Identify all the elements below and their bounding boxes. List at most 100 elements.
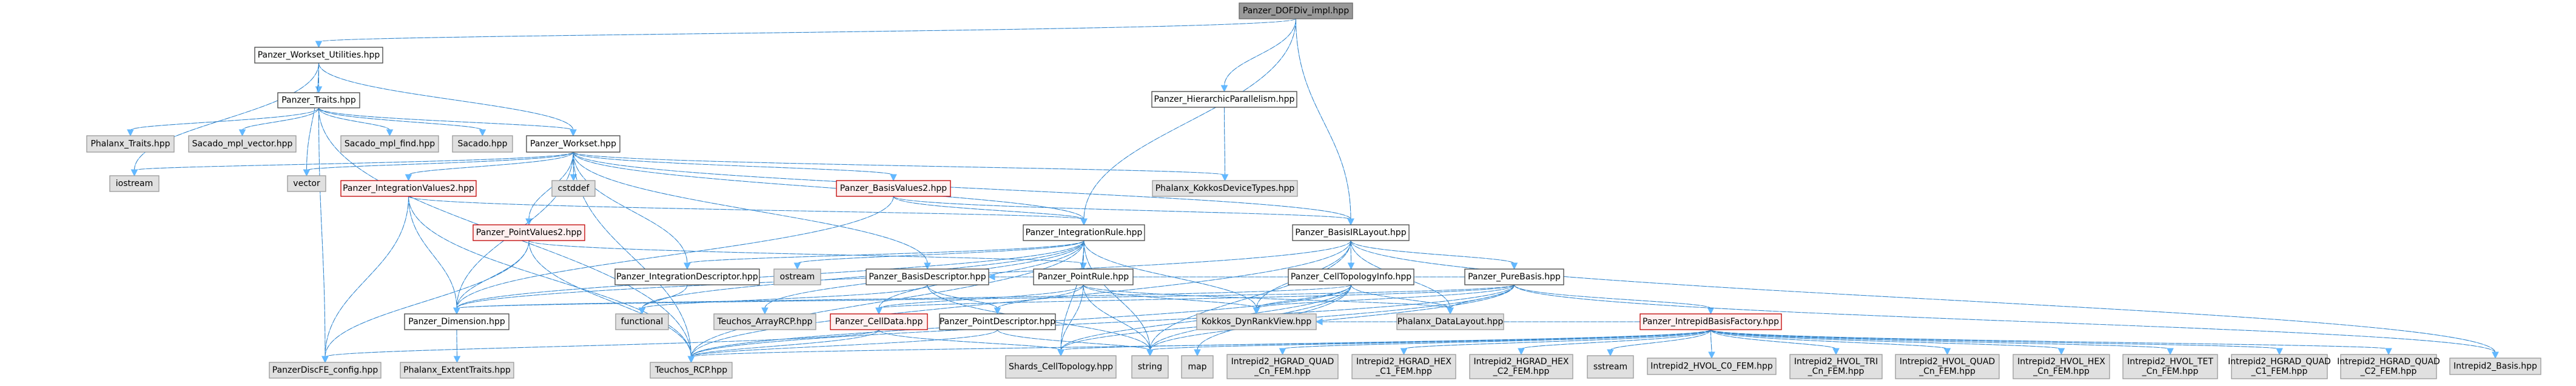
edge-root-to-birl: [1295, 18, 1354, 226]
edge-line-dashes: [318, 107, 574, 131]
edge-line: [1403, 329, 1712, 350]
node-teuchos-rcp-hpp[interactable]: Teuchos_RCP.hpp: [650, 362, 733, 379]
node-string[interactable]: string: [1131, 355, 1169, 379]
arrowhead-icon: [638, 307, 646, 315]
node-teuchos-arrayrcp-hpp[interactable]: Teuchos_ArrayRCP.hpp: [713, 313, 816, 330]
node-panzer-integrationvalues2-hpp[interactable]: Panzer_IntegrationValues2.hpp: [340, 180, 477, 197]
node-label: Sacado_mpl_vector.hpp: [192, 139, 293, 149]
edge-traits-to-sacado: [318, 107, 486, 137]
edge-line: [573, 151, 894, 176]
edge-line: [325, 196, 409, 358]
edge-line-dashes: [1083, 240, 1151, 351]
node-label: Phalanx_Traits.hpp: [90, 139, 170, 149]
edge-line: [528, 240, 1084, 264]
edge-line: [573, 151, 1085, 220]
node-panzer-pointrule-hpp[interactable]: Panzer_PointRule.hpp: [1033, 268, 1134, 285]
edge-line: [1350, 240, 1515, 264]
node-intrepid2-hgrad-quad-c2-fem-hpp[interactable]: Intrepid2_HGRAD_QUAD_C2_FEM.hpp: [2337, 354, 2440, 379]
node-box: [614, 268, 760, 285]
node-phalanx-traits-hpp[interactable]: Phalanx_Traits.hpp: [86, 135, 175, 153]
node-intrepid2-hvol-tri-cn-fem-hpp[interactable]: Intrepid2_HVOL_TRI_Cn_FEM.hpp: [1789, 354, 1883, 379]
node-label: Intrepid2_HVOL_HEX: [2017, 357, 2105, 367]
edge-line: [1295, 18, 1351, 220]
node-panzer-pointvalues2-hpp[interactable]: Panzer_PointValues2.hpp: [472, 224, 585, 241]
edge-line-dashes: [797, 240, 1085, 264]
node-sacado-mpl-find-hpp[interactable]: Sacado_mpl_find.hpp: [340, 135, 439, 153]
node-sacado-hpp[interactable]: Sacado.hpp: [452, 135, 513, 153]
node-intrepid2-hvol-quad-cn-fem-hpp[interactable]: Intrepid2_HVOL_QUAD_Cn_FEM.hpp: [1895, 354, 2000, 379]
node-box: [713, 313, 816, 330]
node-intrepid2-hgrad-hex-c1-fem-hpp[interactable]: Intrepid2_HGRAD_HEX_C1_FEM.hpp: [1351, 354, 1456, 379]
node-label: Sacado.hpp: [457, 139, 507, 149]
node-panzer-basisdescriptor-hpp[interactable]: Panzer_BasisDescriptor.hpp: [866, 268, 989, 285]
node-sstream[interactable]: sstream: [1587, 355, 1634, 379]
node-phalanx-extenttraits-hpp[interactable]: Phalanx_ExtentTraits.hpp: [400, 362, 514, 379]
node-vector[interactable]: vector: [287, 175, 326, 192]
node-panzer-integrationdescriptor-hpp[interactable]: Panzer_IntegrationDescriptor.hpp: [614, 268, 760, 285]
node-intrepid2-basis-hpp[interactable]: Intrepid2_Basis.hpp: [2449, 358, 2541, 375]
node-cstddef[interactable]: cstddef: [551, 180, 596, 197]
node-panzer-workset-hpp[interactable]: Panzer_Workset.hpp: [526, 135, 620, 153]
node-intrepid2-hvol-hex-cn-fem-hpp[interactable]: Intrepid2_HVOL_HEX_Cn_FEM.hpp: [2013, 354, 2110, 379]
edge-workset-to-iv2: [405, 151, 574, 182]
node-label: Kokkos_DynRankView.hpp: [1202, 317, 1312, 327]
edge-bv2-to-birl: [893, 196, 1354, 226]
node-panzer-pointdescriptor-hpp[interactable]: Panzer_PointDescriptor.hpp: [939, 313, 1056, 330]
node-shards-celltopology-hpp[interactable]: Shards_CellTopology.hpp: [1005, 355, 1117, 379]
arrowhead-icon: [315, 86, 323, 94]
node-label: Panzer_BasisIRLayout.hpp: [1295, 228, 1406, 238]
edge-pb-to-ibasis: [1513, 284, 2499, 359]
edge-line: [133, 151, 574, 171]
arrowhead-icon: [238, 129, 246, 137]
node-box: [1351, 354, 1456, 379]
edge-celldata-to-config: [321, 329, 879, 364]
node-intrepid2-hvol-c0-fem-hpp[interactable]: Intrepid2_HVOL_C0_FEM.hpp: [1647, 358, 1777, 375]
edge-line-dashes: [408, 196, 1085, 220]
node-panzer-celldata-hpp[interactable]: Panzer_CellData.hpp: [830, 313, 928, 330]
edge-ir-to-idesc: [684, 240, 1085, 270]
node-iostream[interactable]: iostream: [109, 175, 160, 192]
node-phalanx-datalayout-hpp[interactable]: Phalanx_DataLayout.hpp: [1396, 313, 1504, 330]
node-panzer-dofdiv-impl-hpp[interactable]: Panzer_DOFDiv_impl.hpp: [1239, 2, 1353, 19]
arrowhead-icon: [127, 129, 134, 137]
node-box: [2122, 354, 2218, 379]
node-kokkos-dynrankview-hpp[interactable]: Kokkos_DynRankView.hpp: [1196, 313, 1317, 330]
node-panzer-workset-utilities-hpp[interactable]: Panzer_Workset_Utilities.hpp: [254, 47, 383, 64]
node-panzer-traits-hpp[interactable]: Panzer_Traits.hpp: [277, 92, 360, 108]
node-intrepid2-hvol-tet-cn-fem-hpp[interactable]: Intrepid2_HVOL_TET_Cn_FEM.hpp: [2122, 354, 2218, 379]
node-label: Shards_CellTopology.hpp: [1009, 362, 1113, 372]
edge-bv2-to-ir: [893, 196, 1088, 226]
node-sacado-mpl-vector-hpp[interactable]: Sacado_mpl_vector.hpp: [188, 135, 297, 153]
edge-root-to-wu: [315, 18, 1297, 48]
edge-line-dashes: [878, 284, 1515, 309]
edge-pb-to-celldata: [875, 284, 1515, 315]
node-panzer-basisvalues2-hpp[interactable]: Panzer_BasisValues2.hpp: [836, 180, 951, 197]
node-intrepid2-hgrad-quad-cn-fem-hpp[interactable]: Intrepid2_HGRAD_QUAD_Cn_FEM.hpp: [1226, 354, 1339, 379]
node-panzer-intrepidbasisfactory-hpp[interactable]: Panzer_IntrepidBasisFactory.hpp: [1639, 313, 1782, 330]
node-box: [1396, 313, 1504, 330]
node-ostream[interactable]: ostream: [773, 268, 821, 285]
edge-line-dashes: [325, 329, 879, 358]
node-functional[interactable]: functional: [615, 313, 669, 330]
node-panzerdiscfe-config-hpp[interactable]: PanzerDiscFE_config.hpp: [269, 362, 382, 379]
node-panzer-celltopologyinfo-hpp[interactable]: Panzer_CellTopologyInfo.hpp: [1288, 268, 1414, 285]
node-intrepid2-hgrad-hex-c2-fem-hpp[interactable]: Intrepid2_HGRAD_HEX_C2_FEM.hpp: [1469, 354, 1573, 379]
node-label: Panzer_PointDescriptor.hpp: [940, 317, 1055, 327]
node-label: _Cn_FEM.hpp: [1808, 367, 1865, 376]
node-panzer-basisirlayout-hpp[interactable]: Panzer_BasisIRLayout.hpp: [1292, 224, 1410, 241]
node-intrepid2-hgrad-quad-c1-fem-hpp[interactable]: Intrepid2_HGRAD_QUAD_C1_FEM.hpp: [2228, 354, 2331, 379]
edge-line: [1350, 284, 1451, 309]
edge-line-dashes: [1710, 329, 1948, 350]
node-phalanx-kokkosdevicetypes-hpp[interactable]: Phalanx_KokkosDeviceTypes.hpp: [1152, 180, 1298, 197]
arrowhead-icon: [1943, 348, 1951, 356]
node-map[interactable]: map: [1181, 355, 1214, 379]
node-panzer-integrationrule-hpp[interactable]: Panzer_IntegrationRule.hpp: [1023, 224, 1145, 241]
edge-line-dashes: [997, 329, 1151, 351]
edge-ir-to-ostream: [793, 240, 1085, 270]
node-panzer-hierarchicparallelism-hpp[interactable]: Panzer_HierarchicParallelism.hpp: [1151, 91, 1297, 108]
arrowhead-icon: [890, 174, 897, 182]
edge-line-dashes: [318, 62, 574, 131]
node-panzer-purebasis-hpp[interactable]: Panzer_PureBasis.hpp: [1464, 268, 1564, 285]
arrowhead-icon: [2167, 348, 2174, 356]
node-panzer-dimension-hpp[interactable]: Panzer_Dimension.hpp: [404, 313, 509, 330]
